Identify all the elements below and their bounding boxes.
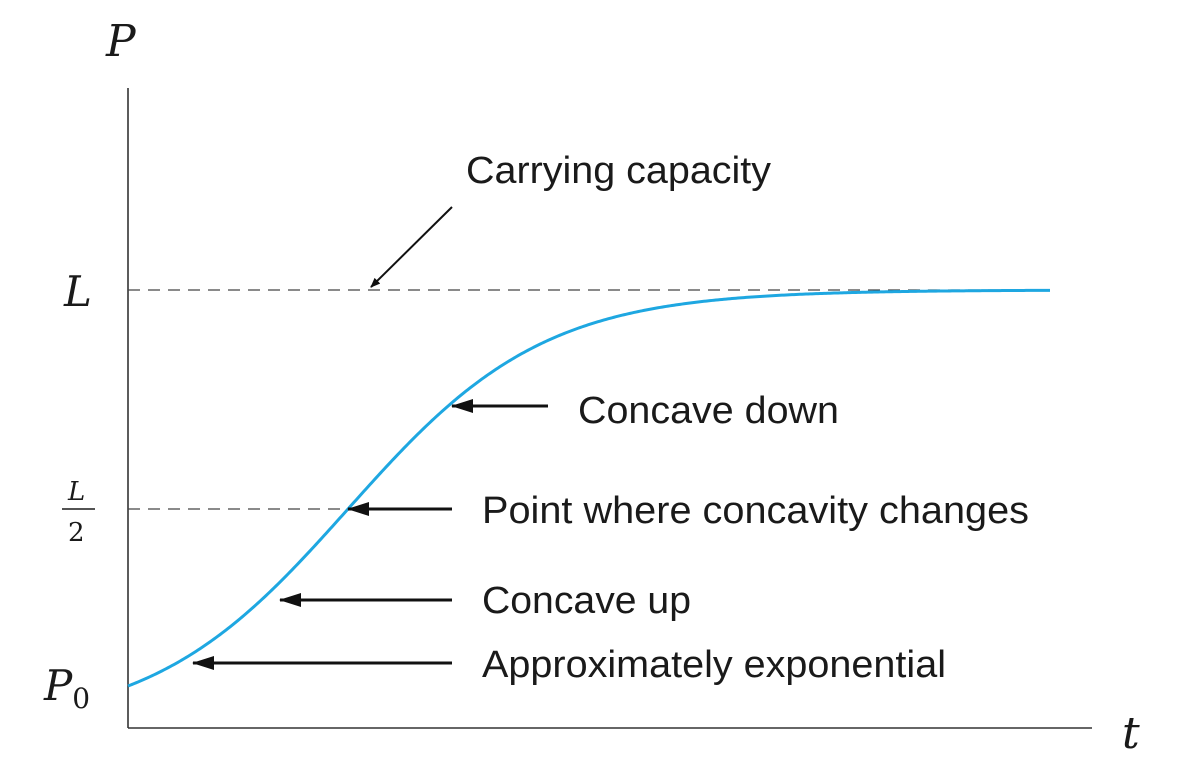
inflection-label: Point where concavity changes (482, 490, 1029, 532)
concave-up-label: Concave up (482, 580, 691, 622)
x-axis-label: t (1122, 708, 1140, 759)
concave-down-label: Concave down (578, 390, 839, 432)
tick-label-p0-sub: 0 (72, 682, 90, 715)
approx-exponential-label: Approximately exponential (482, 644, 946, 686)
tick-label-L: L (63, 267, 92, 316)
tick-label-p0-main: P (43, 661, 73, 710)
carrying-capacity-arrow (370, 206, 453, 288)
tick-label-p0: P0 (43, 661, 90, 715)
logistic-curve (127, 288, 1051, 688)
y-axis-label: P (105, 16, 137, 67)
tick-label-half-denominator: 2 (68, 518, 85, 548)
carrying-capacity-label: Carrying capacity (466, 150, 771, 192)
tick-label-half-numerator: L (67, 477, 85, 507)
